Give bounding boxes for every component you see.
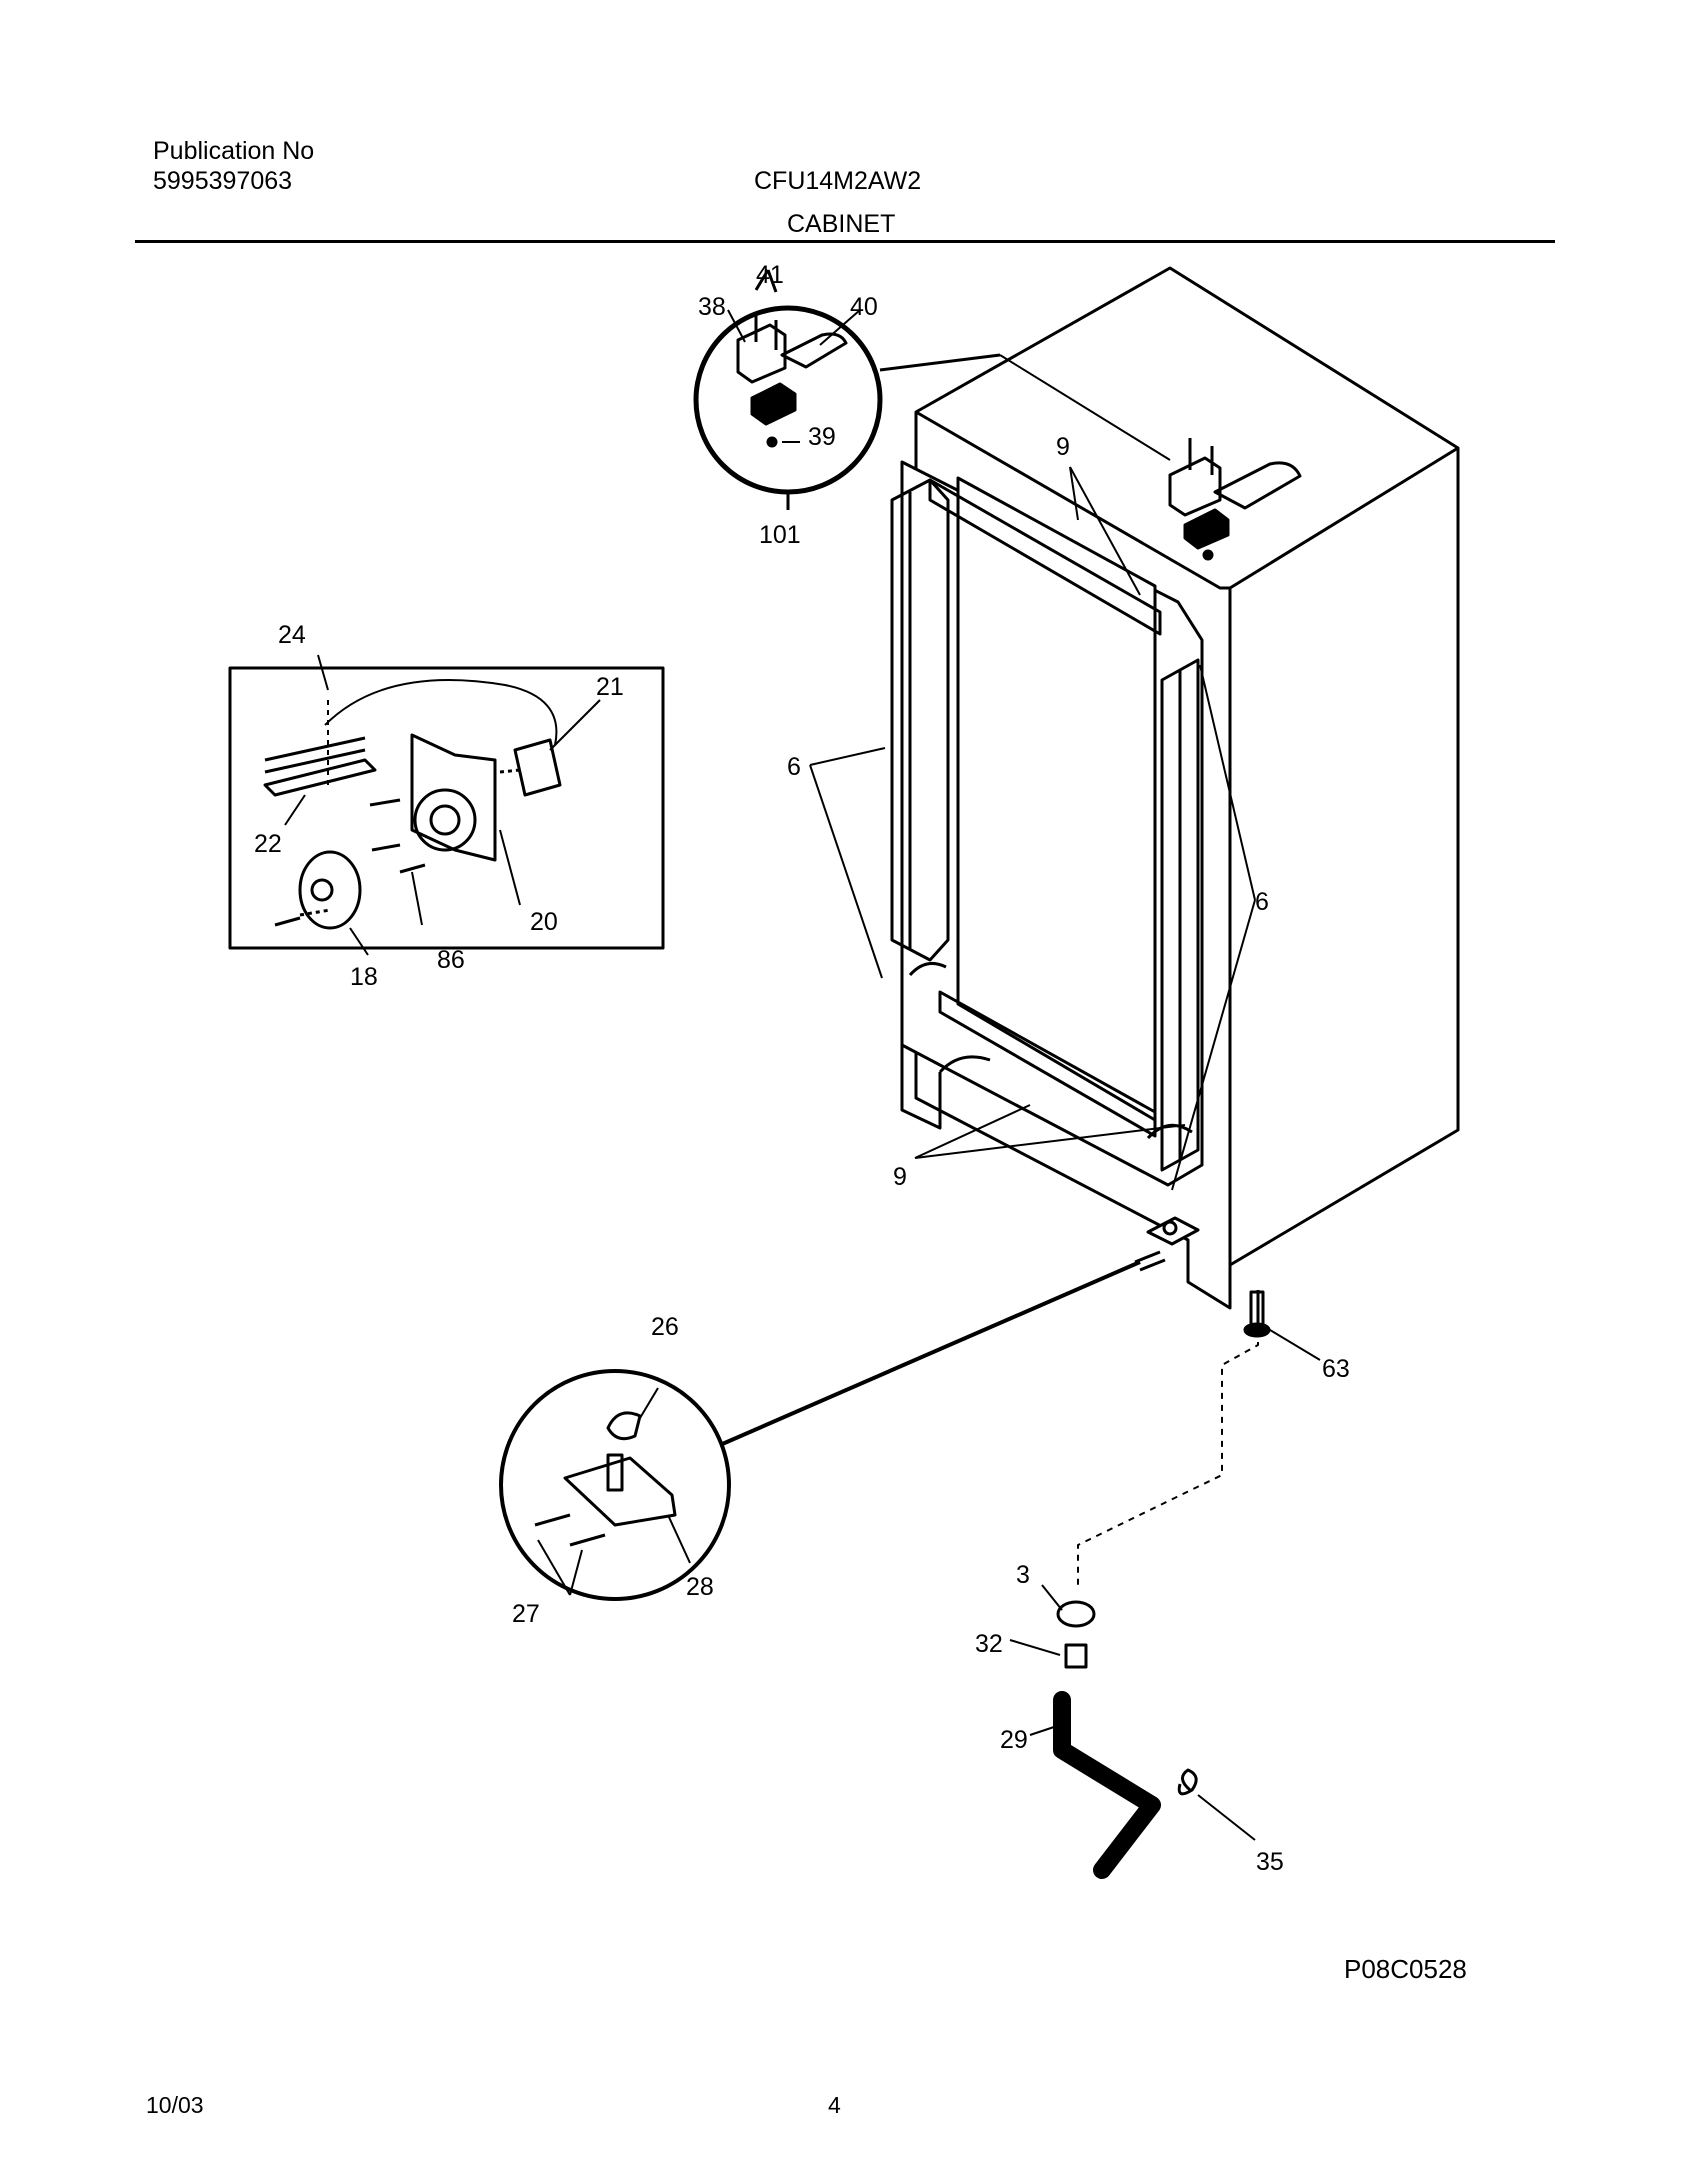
callout-63: 63 xyxy=(1322,1355,1350,1383)
callout-86: 86 xyxy=(437,946,465,974)
bottom-hinge-detail xyxy=(499,1369,731,1601)
callout-6-right: 6 xyxy=(1255,888,1269,916)
callout-21: 21 xyxy=(596,673,624,701)
callout-labels: 41 38 40 39 101 9 6 6 9 24 21 22 20 86 1… xyxy=(254,261,1350,1876)
callout-20: 20 xyxy=(530,908,558,936)
section-title: CABINET xyxy=(787,210,896,238)
bottom-hinge-on-cabinet xyxy=(1146,1216,1200,1246)
header-rule xyxy=(135,240,1555,243)
drain-assembly xyxy=(1053,1330,1259,1879)
footer-date: 10/03 xyxy=(146,2092,204,2118)
callout-18: 18 xyxy=(350,963,378,991)
callout-32: 32 xyxy=(975,1630,1003,1658)
callout-35: 35 xyxy=(1256,1848,1284,1876)
top-hinge-detail xyxy=(693,269,1171,510)
callout-40: 40 xyxy=(850,293,878,321)
callout-41: 41 xyxy=(756,261,784,289)
figure-code: P08C0528 xyxy=(1344,1954,1467,1984)
top-hinge-on-cabinet xyxy=(1168,438,1302,561)
callout-27: 27 xyxy=(512,1600,540,1628)
callout-9-bottom: 9 xyxy=(893,1163,907,1191)
callout-26: 26 xyxy=(651,1313,679,1341)
thermostat-detail-box xyxy=(228,666,665,950)
callout-39: 39 xyxy=(808,423,836,451)
callout-6-left: 6 xyxy=(787,753,801,781)
leveling-leg xyxy=(1243,1290,1271,1338)
callout-28: 28 xyxy=(686,1573,714,1601)
callout-3: 3 xyxy=(1016,1561,1030,1589)
footer-page-number: 4 xyxy=(828,2092,841,2118)
cabinet-body xyxy=(890,266,1460,1310)
leader-lines xyxy=(284,466,1321,1841)
callout-22: 22 xyxy=(254,830,282,858)
publication-number: 5995397063 xyxy=(153,167,293,195)
callout-29: 29 xyxy=(1000,1726,1028,1754)
model-number: CFU14M2AW2 xyxy=(754,167,922,195)
callout-9-top: 9 xyxy=(1056,433,1070,461)
callout-101: 101 xyxy=(759,521,801,549)
callout-24: 24 xyxy=(278,621,306,649)
publication-label: Publication No xyxy=(153,137,315,165)
callout-38: 38 xyxy=(698,293,726,321)
